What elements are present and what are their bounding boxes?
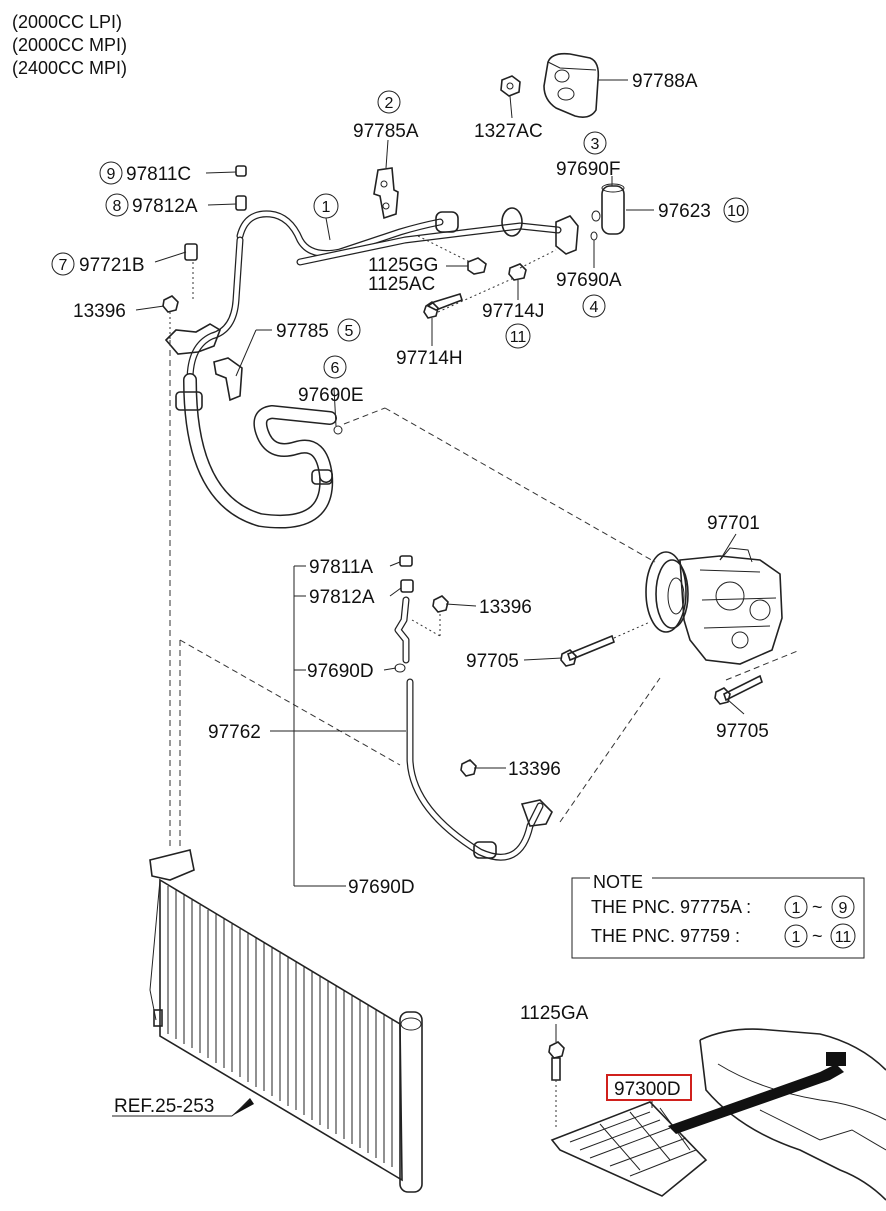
note-row2-to-circle: [830, 923, 856, 949]
label-1125GG: 1125GG: [368, 255, 438, 276]
note-row1-from: 1: [792, 900, 801, 917]
label-97690D-a: 97690D: [307, 661, 374, 682]
note-title-mask: [590, 870, 652, 886]
compressor-bolts-drawing: [560, 621, 763, 705]
note-row1-to-circle: [831, 895, 855, 919]
label-97714H: 97714H: [396, 348, 463, 369]
drier-97623-drawing: [590, 183, 625, 241]
label-97811A: 97811A: [309, 557, 373, 578]
engine-variant-1: (2000CC LPI): [12, 12, 122, 32]
note-box: NOTE THE PNC. 97775A : 1 ~ 9 THE PNC. 97…: [571, 870, 865, 959]
callout-circle-2: [377, 90, 401, 114]
label-13396-left: 13396: [73, 301, 126, 322]
note-row2-tilde: ~: [812, 926, 823, 946]
note-title: NOTE: [593, 872, 643, 892]
label-97785: 97785: [276, 321, 329, 342]
callout-circle-8: [105, 193, 129, 217]
label-97690F: 97690F: [556, 159, 620, 180]
note-row1-to: 9: [839, 900, 848, 917]
callout-circle-5: [337, 318, 361, 342]
callout-circle-4: [582, 294, 606, 318]
liquid-pipe-drawing: [394, 555, 553, 861]
engine-variants: (2000CC LPI) (2000CC MPI) (2400CC MPI): [12, 12, 127, 78]
ref-line-f: [559, 677, 661, 823]
callout-number-6: 6: [331, 360, 340, 377]
callout-number-9: 9: [107, 166, 116, 183]
label-97690A: 97690A: [556, 270, 622, 291]
bolts-top-drawing: [423, 257, 527, 319]
note-row2-text: THE PNC. 97759 :: [591, 926, 740, 946]
note-row2-from-circle: [784, 924, 808, 948]
label-1125AC: 1125AC: [368, 274, 435, 295]
callout-number-4: 4: [590, 299, 599, 316]
label-97705-a: 97705: [466, 651, 519, 672]
condenser-drawing: [149, 849, 423, 1193]
suction-hose-drawing: [236, 207, 579, 313]
callout-circle-3: [583, 131, 607, 155]
label-97762: 97762: [208, 722, 261, 743]
label-1125GA: 1125GA: [520, 1003, 589, 1024]
bracket-97785-drawing: [213, 357, 243, 402]
callout-number-3: 3: [591, 136, 600, 153]
label-97690D-b: 97690D: [348, 877, 415, 898]
callout-circle-1: [313, 193, 339, 219]
note-row1-from-circle: [784, 895, 808, 919]
label-97701: 97701: [707, 513, 760, 534]
label-97714J: 97714J: [482, 301, 544, 322]
label-ref: REF.25-253: [114, 1096, 214, 1117]
callout-number-10: 10: [727, 203, 745, 220]
part-callouts: 97788A 1327AC 2 97785A 9 97811C 8 97812A…: [51, 71, 769, 1117]
note-row2-from: 1: [792, 929, 801, 946]
note-frame: [571, 877, 865, 959]
ref-line-c: [179, 639, 401, 766]
ref-line-g: [725, 649, 801, 681]
label-97812A-top: 97812A: [132, 196, 198, 217]
compressor-97701-drawing: [645, 547, 783, 665]
label-13396-low: 13396: [508, 759, 561, 780]
nut-1327AC-drawing: [500, 75, 521, 97]
note-row2-to: 11: [835, 929, 852, 946]
label-1327AC: 1327AC: [474, 121, 543, 142]
callout-circle-7: [51, 252, 75, 276]
label-97705-b: 97705: [716, 721, 769, 742]
callout-number-5: 5: [345, 323, 354, 340]
leader-lines: [112, 79, 745, 1117]
label-97812A-mid: 97812A: [309, 587, 375, 608]
highlight-box-97300D: [606, 1074, 692, 1101]
engine-variant-2: (2000CC MPI): [12, 35, 127, 55]
label-97785A: 97785A: [353, 121, 419, 142]
callout-number-1: 1: [322, 199, 331, 216]
vehicle-front-drawing: [668, 1028, 886, 1201]
label-97300D[interactable]: 97300D: [614, 1079, 681, 1100]
label-97811C: 97811C: [126, 164, 191, 185]
ref-line-e-2: [384, 407, 656, 563]
note-row1-text: THE PNC. 97775A :: [591, 897, 751, 917]
cover-97788A-drawing: [543, 52, 600, 118]
label-97690E: 97690E: [298, 385, 364, 406]
under-cover-drawing: [548, 1041, 708, 1197]
label-97721B: 97721B: [79, 255, 145, 276]
label-13396-mid: 13396: [479, 597, 532, 618]
discharge-hose-drawing: [164, 236, 343, 529]
label-97623: 97623: [658, 201, 711, 222]
callout-circle-11: [505, 323, 531, 349]
parts-illustration: [149, 52, 886, 1201]
note-row1-tilde: ~: [812, 897, 823, 917]
callout-number-11: 11: [510, 329, 527, 346]
callout-number-2: 2: [385, 95, 394, 112]
engine-variant-3: (2400CC MPI): [12, 58, 127, 78]
callout-number-7: 7: [59, 257, 68, 274]
ref-line-e-1: [343, 407, 386, 425]
callout-number-8: 8: [113, 198, 122, 215]
bracket-97785A-drawing: [373, 167, 399, 220]
callout-circle-10: [723, 197, 749, 223]
label-97788A: 97788A: [632, 71, 698, 92]
callout-circle-6: [323, 355, 347, 379]
callout-circle-9: [99, 161, 123, 185]
